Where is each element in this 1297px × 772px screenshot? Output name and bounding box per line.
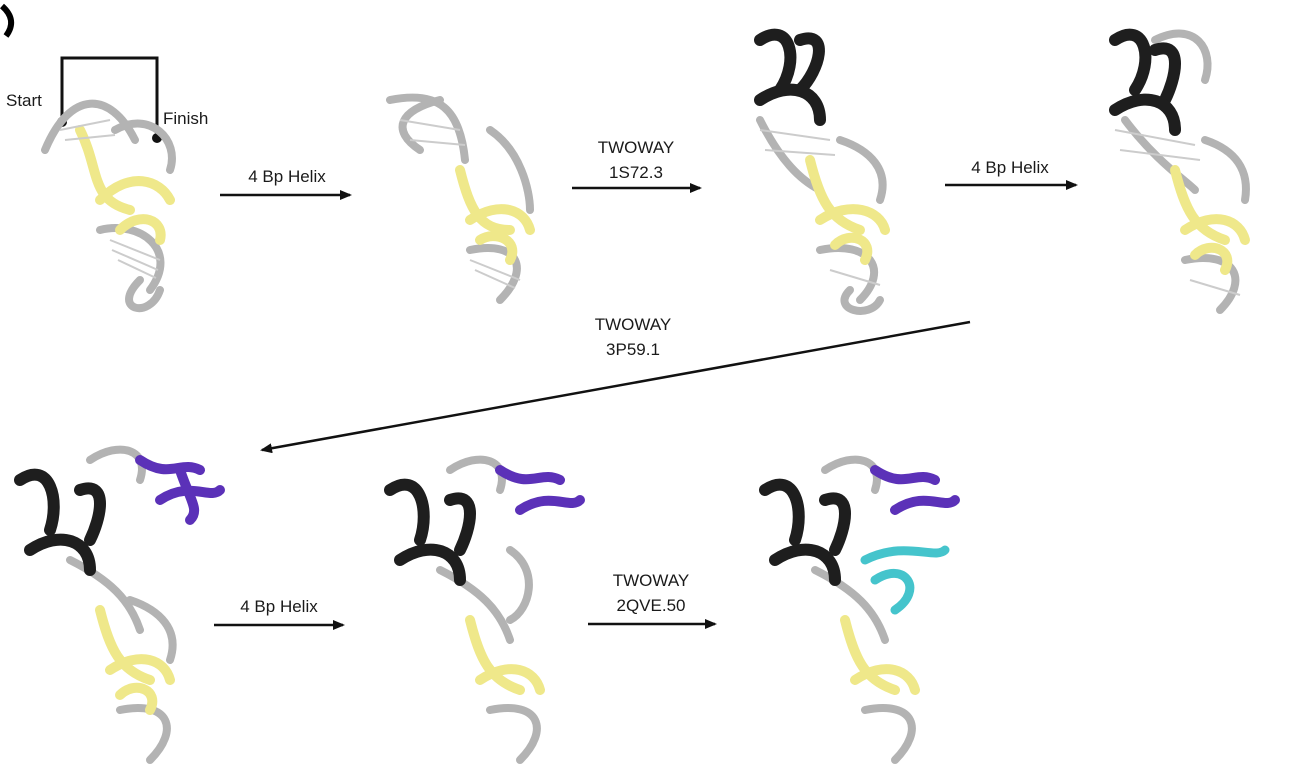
helix-backbone	[811, 455, 916, 764]
purple-motif	[870, 465, 960, 515]
purple-motif	[495, 465, 585, 515]
base-pairs	[399, 119, 521, 289]
black-motif	[1109, 28, 1181, 136]
step-1-label: 4 Bp Helix	[248, 167, 326, 186]
structure-with-2qve	[759, 455, 960, 764]
black-motif	[14, 468, 106, 576]
helix-backbone	[1121, 29, 1250, 314]
arrow-step-4	[260, 320, 971, 454]
structure-after-helix-1	[386, 93, 535, 304]
yellow-helix	[75, 125, 175, 245]
finish-label: Finish	[163, 109, 208, 128]
helix-backbone	[386, 93, 534, 304]
base-pairs	[59, 119, 161, 279]
step-4-label-line2: 3P59.1	[606, 340, 660, 359]
step-6-label-line1: TWOWAY	[613, 571, 689, 590]
structure-after-helix-2	[1109, 28, 1250, 314]
base-pairs	[759, 129, 881, 286]
black-motif	[759, 478, 851, 586]
step-2-label-line2: 1S72.3	[609, 163, 663, 182]
step-6-label-line2: 2QVE.50	[617, 596, 686, 615]
yellow-helix	[95, 605, 175, 715]
step-4-label-line1: TWOWAY	[595, 315, 671, 334]
yellow-helix	[1170, 165, 1250, 275]
structure-initial	[41, 99, 176, 312]
base-pairs	[1114, 129, 1241, 296]
structure-after-helix-3	[384, 455, 585, 764]
yellow-helix	[455, 165, 535, 265]
yellow-helix	[805, 155, 890, 265]
step-5-label: 4 Bp Helix	[240, 597, 318, 616]
step-2-label-line1: TWOWAY	[598, 138, 674, 157]
purple-motif	[135, 455, 225, 525]
yellow-helix	[465, 615, 545, 695]
cyan-motif	[860, 545, 950, 615]
helix-backbone	[436, 455, 541, 764]
start-label: Start	[6, 91, 42, 110]
structure-with-3p59	[14, 445, 225, 764]
yellow-helix	[840, 615, 920, 695]
structure-with-1s72	[754, 28, 890, 315]
start-finish-bracket	[57, 56, 162, 143]
helix-backbone	[41, 99, 176, 312]
step-3-label: 4 Bp Helix	[971, 158, 1049, 177]
black-motif	[754, 28, 826, 126]
helix-backbone	[66, 445, 177, 764]
panel-label-fragment	[0, 3, 15, 38]
black-motif	[384, 478, 476, 586]
